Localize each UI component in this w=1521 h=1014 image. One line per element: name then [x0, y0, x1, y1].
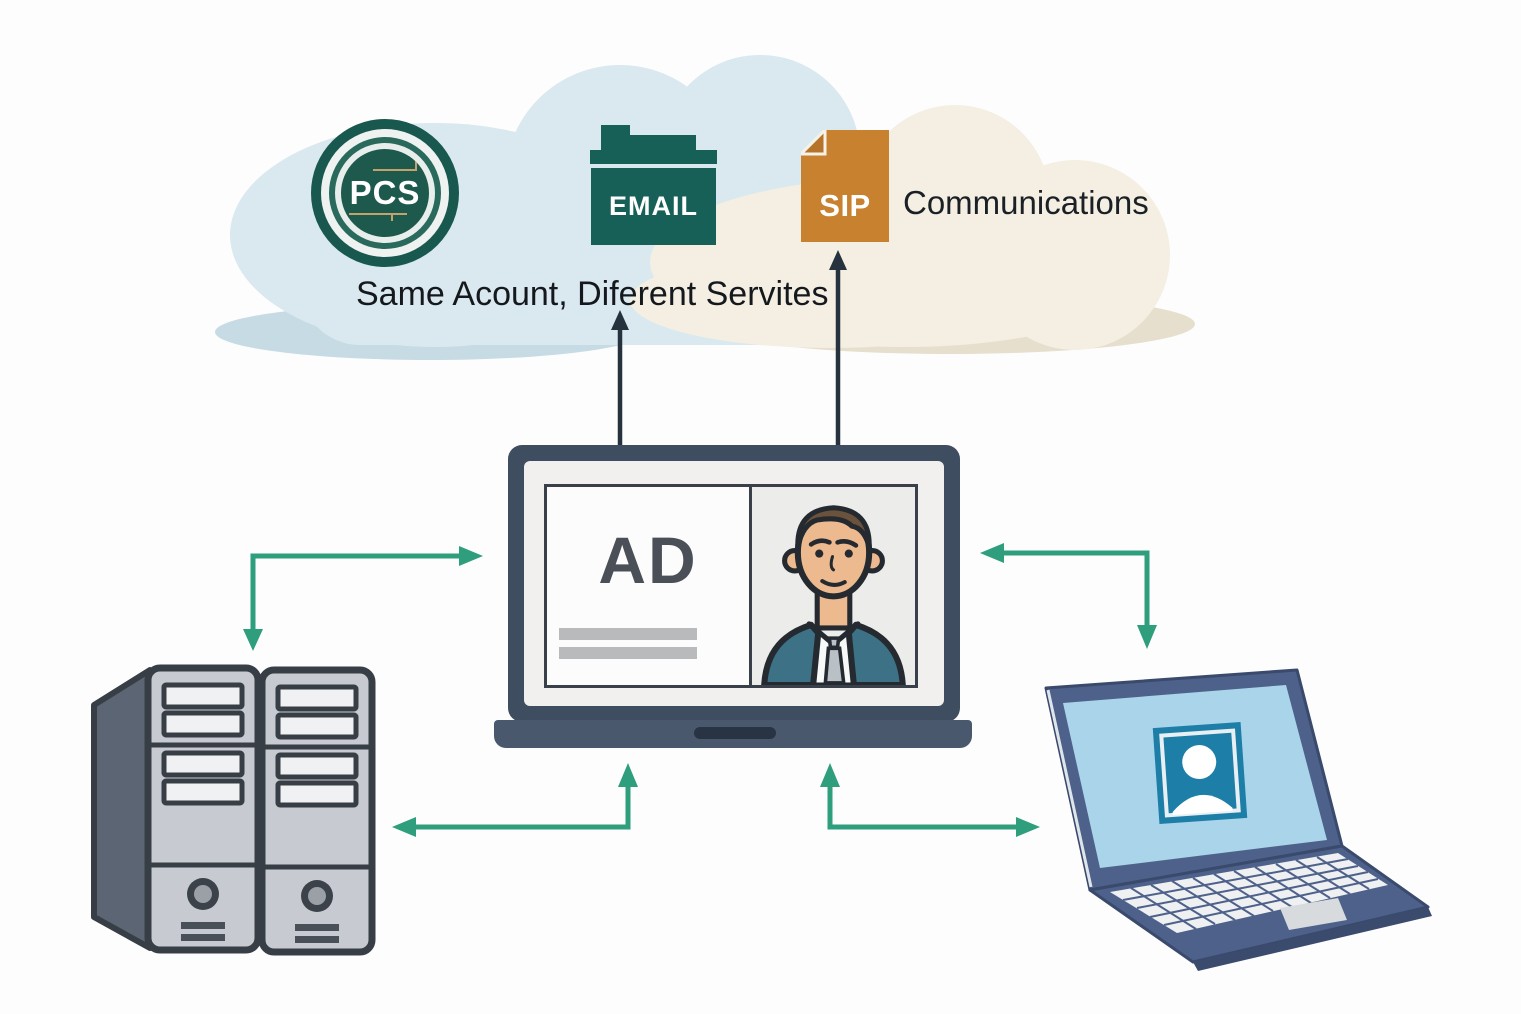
central-laptop-notch — [694, 727, 776, 739]
pcs-ring: PCS — [335, 143, 435, 243]
pcs-ring: PCS — [321, 129, 449, 257]
arrow-ad-to-email — [611, 310, 629, 449]
arrow-ad-to-workstation — [820, 763, 1040, 837]
server-tower-left — [144, 664, 262, 954]
vent — [181, 934, 225, 941]
id-text-line — [559, 628, 697, 640]
sip-file-icon: SIP — [801, 130, 889, 242]
drive-bay — [275, 780, 359, 808]
workstation-laptop-icon — [1044, 668, 1432, 971]
workstation-trackpad — [1280, 898, 1347, 930]
drive-bay — [161, 682, 245, 710]
server-side-panel — [91, 667, 153, 951]
avatar-nose — [829, 555, 836, 572]
card-person-silhouette — [1182, 745, 1217, 780]
pcs-ring: PCS — [329, 137, 441, 249]
folder-tab-step — [601, 135, 696, 150]
drive-bay — [275, 712, 359, 740]
id-card: AD — [544, 484, 918, 688]
pcs-label: PCS — [349, 174, 421, 211]
pcs-circuit-line-icon — [349, 213, 407, 221]
avatar-hair — [795, 505, 872, 549]
sip-document-shape — [801, 130, 889, 242]
folder-band — [590, 150, 717, 164]
id-card-photo-panel — [752, 487, 915, 685]
workstation-keyboard — [1110, 853, 1388, 933]
cloud-caption: Same Acount, Diferent Servites — [356, 275, 829, 313]
email-folder-icon: EMAIL — [590, 125, 717, 245]
id-card-text-panel: AD — [547, 487, 752, 685]
central-laptop-id-card: AD — [494, 443, 972, 750]
avatar-eyebrow — [835, 539, 859, 548]
avatar-jacket — [845, 621, 906, 685]
server-tower-right — [258, 666, 376, 956]
vent — [295, 924, 339, 931]
user-avatar-icon — [761, 505, 906, 685]
ad-label: AD — [598, 523, 698, 597]
vent — [295, 936, 339, 943]
sip-label: SIP — [819, 188, 871, 223]
arrow-ad-to-sip — [829, 250, 847, 449]
drive-bay — [161, 710, 245, 738]
vent — [181, 922, 225, 929]
avatar-tie — [823, 636, 846, 685]
pcs-circuit-line-icon — [373, 161, 417, 171]
pcs-center: PCS — [341, 149, 429, 237]
arrow-server-to-ad — [243, 546, 483, 651]
drive-bay — [161, 750, 245, 778]
avatar-jacket — [761, 621, 822, 685]
central-laptop-bezel: AD — [508, 445, 960, 722]
folder-body: EMAIL — [591, 168, 716, 245]
central-laptop-base — [494, 720, 972, 748]
email-label: EMAIL — [609, 191, 698, 221]
drive-bay — [275, 752, 359, 780]
central-laptop-screen: AD — [524, 461, 944, 706]
id-text-line — [559, 647, 697, 659]
drive-bay — [275, 684, 359, 712]
avatar-eye — [815, 549, 824, 558]
avatar-mouth — [820, 579, 847, 587]
pcs-badge-icon: PCS — [311, 119, 459, 267]
drive-bay — [161, 778, 245, 806]
avatar-eyebrow — [808, 538, 832, 547]
arrow-ad-to-server — [392, 763, 638, 837]
sip-annotation-label: Communications — [903, 184, 1149, 221]
arrow-workstation-to-ad — [980, 543, 1157, 649]
user-card-icon — [1152, 722, 1248, 824]
server-towers-icon — [91, 664, 376, 956]
avatar-eye — [844, 549, 853, 558]
